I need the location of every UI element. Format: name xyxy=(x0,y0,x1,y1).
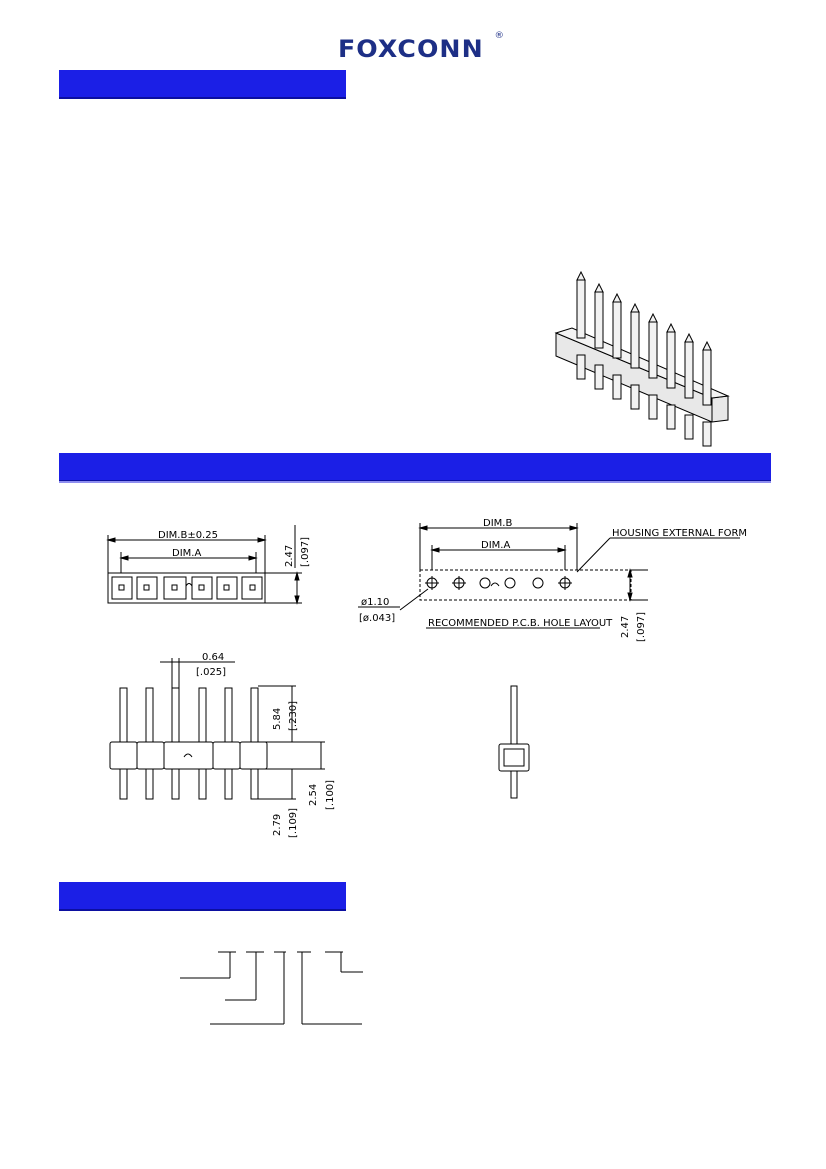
pcb-layout-drawing xyxy=(358,523,740,629)
pcb-layout-label: RECOMMENDED P.C.B. HOLE LAYOUT xyxy=(428,618,613,629)
housing-external-form-label: HOUSING EXTERNAL FORM xyxy=(612,528,747,539)
pitch-mm: 2.54 xyxy=(308,784,319,806)
front-view-drawing xyxy=(109,658,325,800)
lower-pin-in: [.109] xyxy=(288,808,299,838)
pin-width-in: [.025] xyxy=(196,667,226,678)
pcb-height-mm: 2.47 xyxy=(620,616,631,638)
hole-diameter-in: [ø.043] xyxy=(359,613,395,624)
foxconn-logo: FOXCONN ® xyxy=(338,31,504,63)
pin-width-mm: 0.64 xyxy=(202,652,224,663)
side-view-drawing xyxy=(498,685,530,799)
section-bar-part-number xyxy=(59,882,346,911)
hole-diameter-mm: ø1.10 xyxy=(361,597,389,608)
top-dim-b-label: DIM.B±0.25 xyxy=(158,530,218,541)
upper-pin-in: [.230] xyxy=(288,701,299,731)
top-height-mm: 2.47 xyxy=(284,545,295,567)
lower-pin-mm: 2.79 xyxy=(272,814,283,836)
pcb-height-in: [.097] xyxy=(636,612,647,642)
pitch-in: [.100] xyxy=(325,780,336,810)
pcb-dim-b-label: DIM.B xyxy=(483,518,512,529)
top-view-drawing xyxy=(106,525,302,605)
section-bar-description xyxy=(59,70,346,99)
section-bar-dimensions-underline xyxy=(59,481,771,483)
product-3d-image xyxy=(532,270,772,450)
logo-text: FOXCONN xyxy=(338,35,484,63)
top-dim-a-label: DIM.A xyxy=(172,548,201,559)
top-height-in: [.097] xyxy=(300,537,311,567)
pcb-dim-a-label: DIM.A xyxy=(481,540,510,551)
part-number-leaders xyxy=(180,951,363,1025)
upper-pin-mm: 5.84 xyxy=(272,708,283,730)
registered-mark: ® xyxy=(494,31,505,41)
